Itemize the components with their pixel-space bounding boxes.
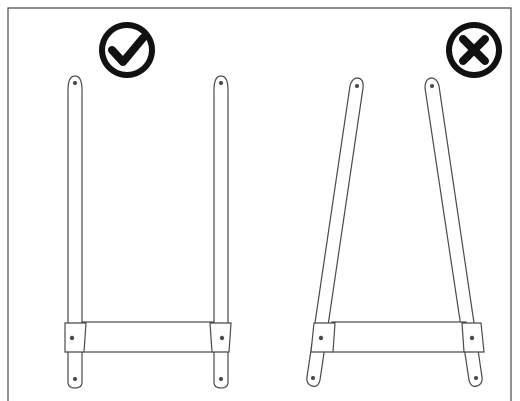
leg-left — [306, 77, 364, 387]
bolt-hole — [219, 335, 225, 341]
bolt-hole — [73, 81, 77, 85]
bolt-hole — [219, 81, 223, 85]
leg-right — [424, 77, 483, 387]
bolt-hole — [318, 335, 324, 341]
leg-left — [67, 75, 83, 389]
bolt-hole — [474, 376, 478, 380]
crossbar — [64, 321, 232, 353]
bolt-hole — [469, 335, 475, 341]
leg-right — [213, 75, 229, 389]
check-circle-icon — [99, 22, 155, 78]
bolt-hole — [219, 377, 223, 381]
crossbar — [310, 321, 485, 353]
x-circle-icon — [446, 22, 502, 78]
bolt-hole — [73, 377, 77, 381]
bolt-hole — [69, 335, 75, 341]
bolt-hole — [430, 84, 434, 88]
panel-incorrect — [306, 22, 502, 387]
frame-border — [7, 7, 512, 401]
bolt-hole — [355, 84, 359, 88]
corner-bracket — [64, 322, 87, 353]
bolt-hole — [311, 376, 315, 380]
panel-correct — [64, 22, 232, 389]
